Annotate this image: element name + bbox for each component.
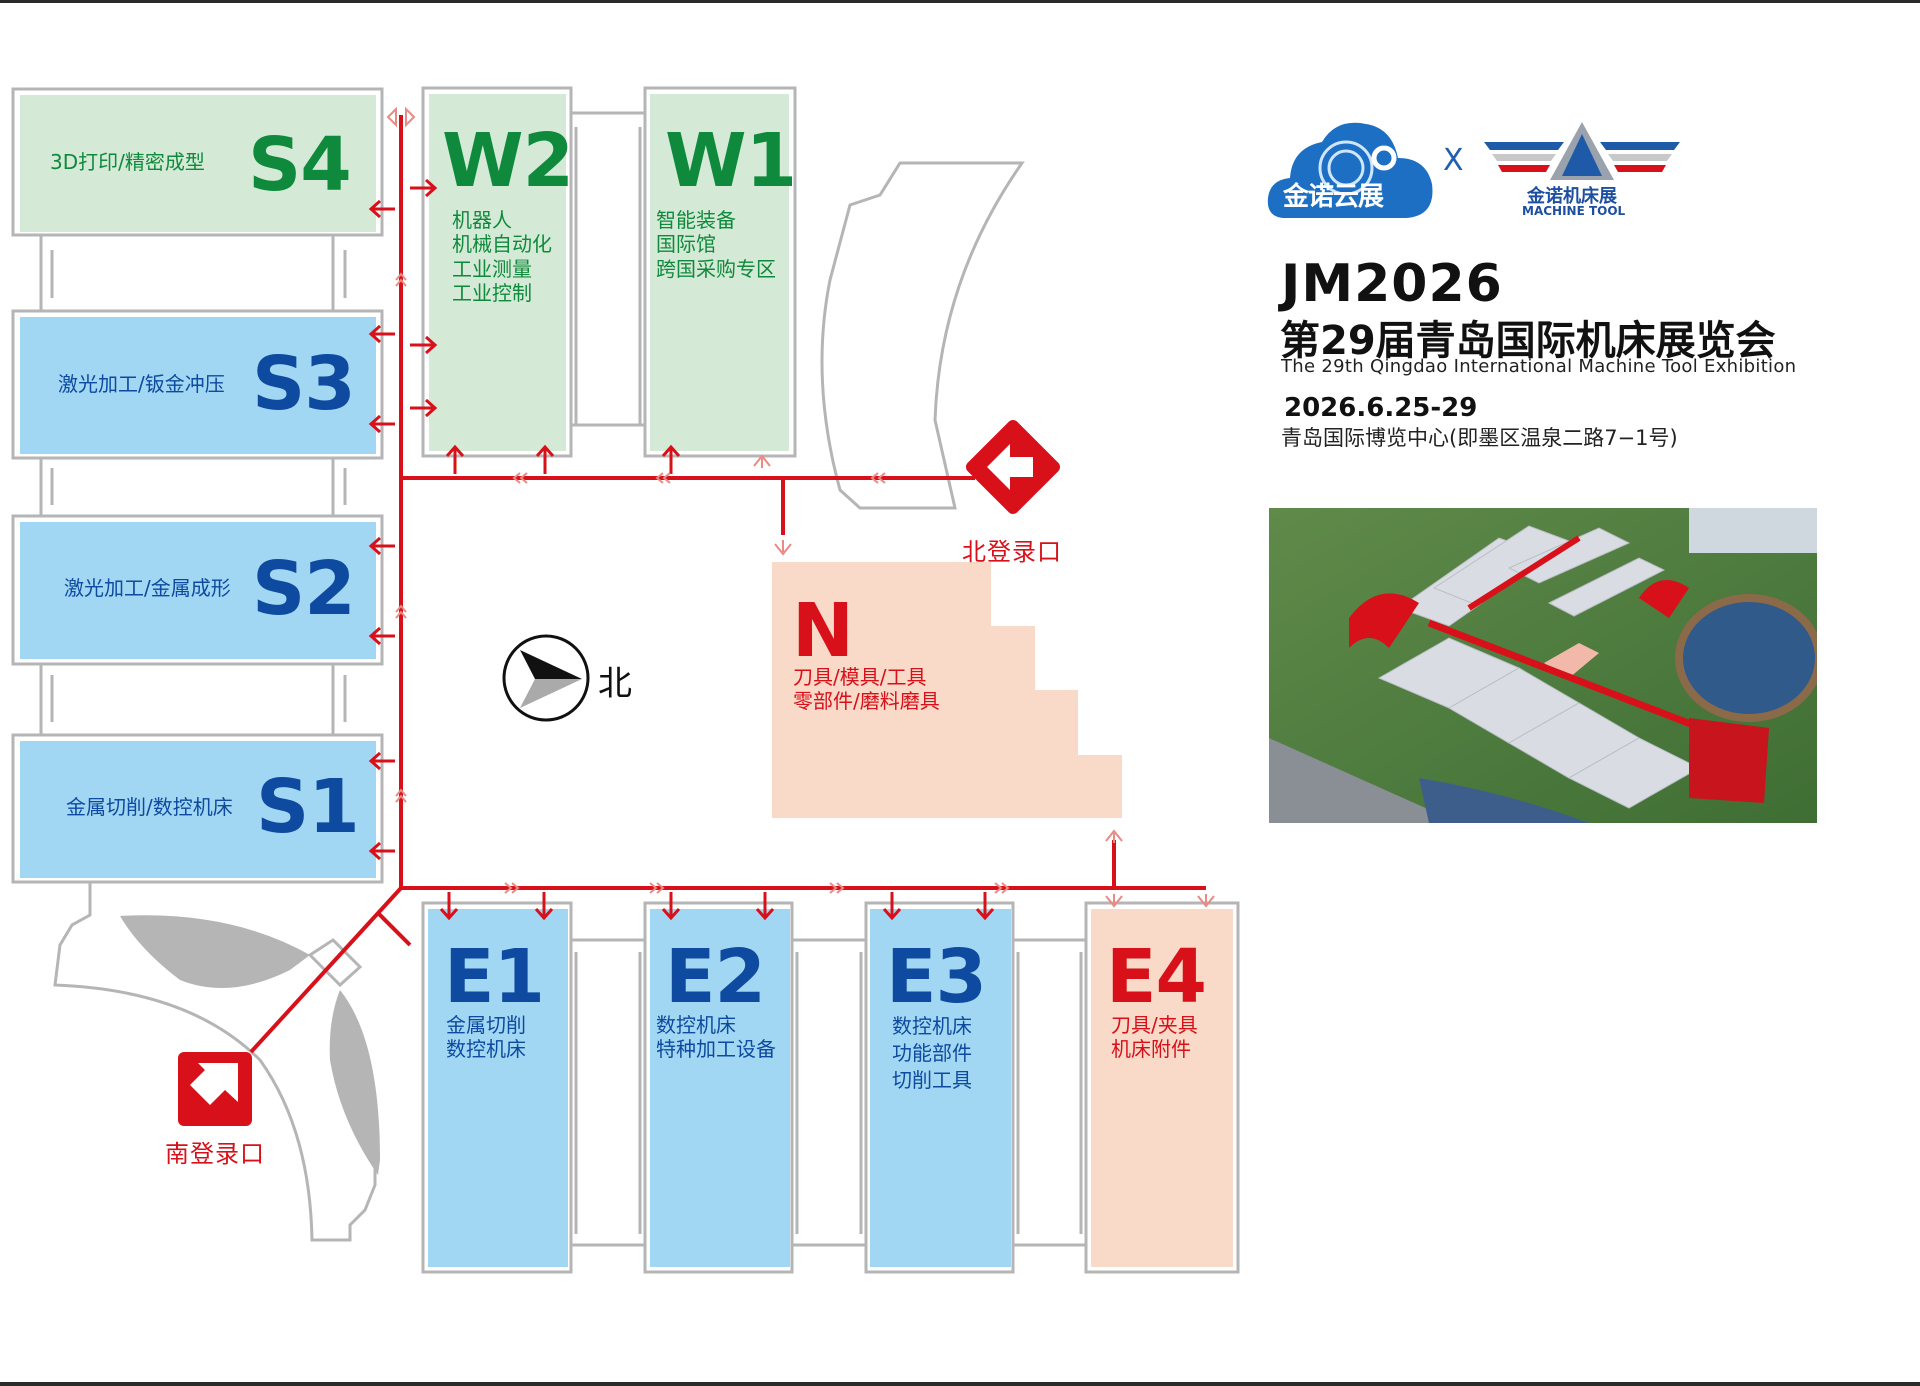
desc-line: 工业控制 bbox=[452, 281, 532, 306]
hall-s4-desc: 3D打印/精密成型 bbox=[50, 150, 205, 174]
hall-e1-label[interactable]: E1 bbox=[444, 934, 545, 1020]
desc-line: 工业测量 bbox=[452, 256, 532, 281]
s-hall-walls bbox=[11, 87, 384, 884]
compass-label: 北 bbox=[598, 664, 632, 704]
south-entrance-icon bbox=[178, 1052, 252, 1126]
hall-s2-label[interactable]: S2 bbox=[252, 546, 356, 632]
hall-s4-label[interactable]: S4 bbox=[248, 122, 352, 208]
desc-line: 机床附件 bbox=[1111, 1037, 1191, 1062]
desc-line: 切削工具 bbox=[892, 1068, 972, 1092]
logo-separator: X bbox=[1443, 143, 1464, 178]
n-hall-shape bbox=[772, 562, 1122, 818]
flow-arrows bbox=[386, 106, 1215, 908]
exhibition-title-en: The 29th Qingdao International Machine T… bbox=[1281, 356, 1797, 377]
s-hall-fills bbox=[20, 95, 376, 878]
hall-s3-label[interactable]: S3 bbox=[252, 341, 356, 427]
desc-line: 数控机床 bbox=[656, 1013, 736, 1037]
north-arrow-icon bbox=[502, 634, 590, 722]
south-entrance-label: 南登录口 bbox=[165, 1140, 265, 1168]
hall-s2-desc: 激光加工/金属成形 bbox=[64, 576, 231, 600]
cloud-gear-logo-icon bbox=[1267, 122, 1433, 218]
hall-n-desc: 刀具/模具/工具 零部件/磨料磨具 bbox=[793, 665, 940, 714]
aerial-photo bbox=[1269, 508, 1817, 823]
exhibition-dates: 2026.6.25-29 bbox=[1284, 393, 1478, 423]
desc-line: 数控机床 bbox=[446, 1037, 526, 1062]
hall-e4-label[interactable]: E4 bbox=[1106, 934, 1207, 1020]
curved-building-north bbox=[820, 161, 1025, 510]
bottom-border bbox=[0, 1382, 1920, 1386]
hall-e4-desc: 刀具/夹具 机床附件 bbox=[1111, 1013, 1198, 1062]
hall-n-label[interactable]: N bbox=[792, 588, 854, 674]
desc-line: 机械自动化 bbox=[452, 232, 552, 257]
desc-line: 智能装备 bbox=[656, 208, 736, 232]
hall-w2-label[interactable]: W2 bbox=[442, 118, 574, 204]
hall-s1-label[interactable]: S1 bbox=[256, 764, 360, 850]
hall-e2-label[interactable]: E2 bbox=[665, 934, 766, 1020]
desc-line: 国际馆 bbox=[656, 232, 716, 257]
desc-line: 功能部件 bbox=[892, 1041, 972, 1065]
desc-line: 金属切削 bbox=[446, 1013, 526, 1037]
desc-line: 数控机床 bbox=[892, 1014, 972, 1038]
desc-line: 零部件/磨料磨具 bbox=[793, 689, 940, 714]
hall-e3-desc: 数控机床 功能部件 切削工具 bbox=[892, 1013, 972, 1094]
entry-arrows bbox=[368, 178, 995, 921]
hall-w1-desc: 智能装备 国际馆 跨国采购专区 bbox=[656, 208, 776, 281]
desc-line: 机器人 bbox=[452, 208, 512, 232]
north-entrance-label: 北登录口 bbox=[962, 538, 1062, 566]
curved-building-south bbox=[53, 882, 380, 1242]
hall-e3-label[interactable]: E3 bbox=[886, 934, 987, 1020]
desc-line: 刀具/模具/工具 bbox=[793, 665, 927, 689]
top-border bbox=[0, 0, 1920, 3]
exhibition-title-cn: 第29届青岛国际机床展览会 bbox=[1280, 318, 1776, 364]
aerial-view-image bbox=[1269, 508, 1817, 823]
desc-line: 跨国采购专区 bbox=[656, 256, 776, 281]
desc-line: 特种加工设备 bbox=[656, 1037, 776, 1062]
cloud-logo-text: 金诺云展 bbox=[1283, 182, 1384, 212]
machine-tool-logo-cn: 金诺机床展 bbox=[1527, 186, 1617, 207]
hall-e1-desc: 金属切削 数控机床 bbox=[446, 1013, 526, 1062]
triangle-wings-logo-icon bbox=[1484, 122, 1680, 180]
hall-s3-desc: 激光加工/钣金冲压 bbox=[58, 372, 225, 396]
hall-w1-label[interactable]: W1 bbox=[665, 118, 797, 204]
hall-e2-desc: 数控机床 特种加工设备 bbox=[656, 1013, 776, 1062]
hall-w2-desc: 机器人 机械自动化 工业测量 工业控制 bbox=[452, 208, 552, 306]
north-entrance-icon bbox=[965, 419, 1061, 515]
hall-s1-desc: 金属切削/数控机床 bbox=[66, 795, 233, 819]
exhibition-code: JM2026 bbox=[1281, 254, 1503, 314]
machine-tool-logo-en: MACHINE TOOL bbox=[1522, 204, 1626, 218]
desc-line: 刀具/夹具 bbox=[1111, 1013, 1198, 1037]
exhibition-venue: 青岛国际博览中心(即墨区温泉二路7−1号) bbox=[1281, 426, 1678, 450]
